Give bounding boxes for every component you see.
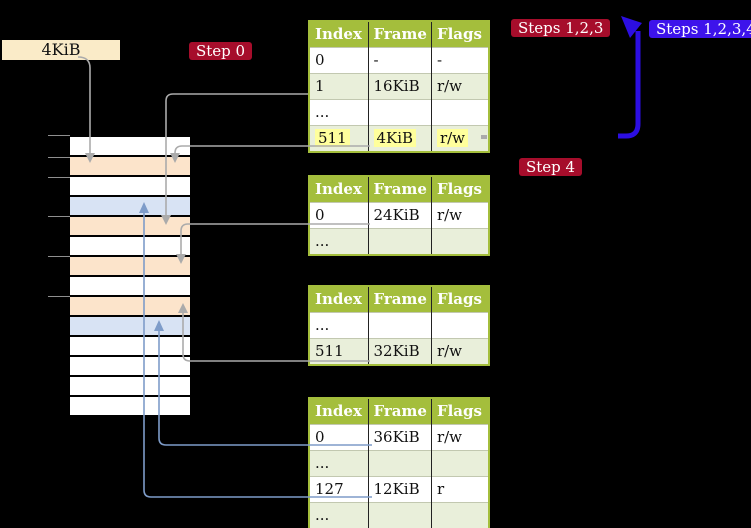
- table-row: ...: [309, 450, 490, 477]
- column-header: Index: [309, 21, 369, 48]
- table-cell: 12KiB: [368, 476, 432, 503]
- page-table-4: Index Frame Flags 0 36KiB r/w ... 127 12…: [308, 397, 491, 528]
- memory-row-peach: [70, 257, 190, 275]
- table-header-row: Index Frame Flags: [309, 21, 490, 48]
- memory-row-plain: [70, 137, 190, 155]
- page-table-3: Index Frame Flags ... 511 32KiB r/w: [308, 285, 491, 366]
- table-cell: [431, 450, 490, 477]
- table-cell: 16KiB: [368, 73, 432, 100]
- memory-column: [70, 137, 190, 415]
- table-cell: ...: [309, 502, 369, 528]
- column-header: Flags: [431, 398, 490, 425]
- column-header: Flags: [431, 21, 490, 48]
- highlighted-value: r/w: [436, 129, 469, 147]
- table-cell: 36KiB: [368, 424, 432, 451]
- arrowhead-up-left-icon: [621, 16, 642, 38]
- table-row: 0 36KiB r/w: [309, 424, 490, 451]
- column-header: Index: [309, 398, 369, 425]
- page-table-2: Index Frame Flags 0 24KiB r/w ...: [308, 175, 491, 256]
- column-header: Index: [309, 176, 369, 203]
- memory-tick: [48, 216, 70, 217]
- memory-row-plain: [70, 397, 190, 415]
- memory-row-peach: [70, 157, 190, 175]
- table-row-highlighted: 511 4KiB r/w: [309, 125, 490, 152]
- table-cell: 0: [309, 47, 369, 74]
- highlighted-value: 4KiB: [373, 129, 417, 147]
- memory-tick: [48, 135, 70, 136]
- table-header-row: Index Frame Flags: [309, 398, 490, 425]
- column-header: Frame: [368, 398, 432, 425]
- table-cell: 4KiB: [368, 125, 432, 152]
- steps-1234-badge: Steps 1,2,3,4: [649, 20, 751, 38]
- table-cell: 511: [309, 338, 369, 365]
- step4-badge: Step 4: [519, 158, 583, 176]
- table-row: 0 - -: [309, 47, 490, 74]
- memory-tick: [48, 177, 70, 178]
- table-cell: r/w: [431, 424, 490, 451]
- memory-row-plain: [70, 337, 190, 355]
- memory-tick: [48, 296, 70, 297]
- table-cell: ...: [309, 99, 369, 126]
- table-cell: [368, 228, 432, 255]
- table-cell: [368, 312, 432, 339]
- table-cell: ...: [309, 450, 369, 477]
- table-cell: [431, 228, 490, 255]
- table-row: ...: [309, 312, 490, 339]
- column-header: Index: [309, 286, 369, 313]
- table-header-row: Index Frame Flags: [309, 286, 490, 313]
- table-cell: r/w: [431, 73, 490, 100]
- column-header: Flags: [431, 176, 490, 203]
- table-row: 511 32KiB r/w: [309, 338, 490, 365]
- table-cell: 32KiB: [368, 338, 432, 365]
- table-cell: [431, 502, 490, 528]
- memory-row-peach: [70, 217, 190, 235]
- table-cell: 24KiB: [368, 202, 432, 229]
- table-cell: 511: [309, 125, 369, 152]
- column-header: Frame: [368, 176, 432, 203]
- table-row: ...: [309, 502, 490, 528]
- table-header-row: Index Frame Flags: [309, 176, 490, 203]
- page-table-1: Index Frame Flags 0 - - 1 16KiB r/w ... …: [308, 20, 491, 153]
- memory-row-plain: [70, 277, 190, 295]
- table-cell: 0: [309, 424, 369, 451]
- table-cell: [431, 99, 490, 126]
- page-size-label: 4KiB: [2, 40, 120, 60]
- table-cell: [431, 312, 490, 339]
- memory-row-plain: [70, 237, 190, 255]
- memory-tick: [48, 256, 70, 257]
- table-row: 1 16KiB r/w: [309, 73, 490, 100]
- table-cell: -: [368, 47, 432, 74]
- table-cell: [368, 450, 432, 477]
- table-cell: r/w: [431, 125, 490, 152]
- table-cell: 0: [309, 202, 369, 229]
- table-cell: 1: [309, 73, 369, 100]
- step0-badge: Step 0: [189, 42, 253, 60]
- memory-row-plain: [70, 177, 190, 195]
- memory-row-peach: [70, 297, 190, 315]
- table-cell: ...: [309, 312, 369, 339]
- table-cell: r: [431, 476, 490, 503]
- memory-row-blue: [70, 317, 190, 335]
- table-row: ...: [309, 99, 490, 126]
- memory-row-plain: [70, 377, 190, 395]
- highlighted-value: 511: [315, 129, 350, 147]
- memory-row-plain: [70, 357, 190, 375]
- memory-row-blue: [70, 197, 190, 215]
- table-cell: ...: [309, 228, 369, 255]
- table-cell: r/w: [431, 202, 490, 229]
- table-cell: -: [431, 47, 490, 74]
- table-cell: r/w: [431, 338, 490, 365]
- column-header: Frame: [368, 286, 432, 313]
- table-row: 127 12KiB r: [309, 476, 490, 503]
- steps-123-badge: Steps 1,2,3: [511, 19, 611, 37]
- steps-loop-arrow: [618, 31, 641, 139]
- table-cell: [368, 502, 432, 528]
- memory-tick: [48, 157, 70, 158]
- table-row: 0 24KiB r/w: [309, 202, 490, 229]
- table-cell: [368, 99, 432, 126]
- column-header: Frame: [368, 21, 432, 48]
- table-row: ...: [309, 228, 490, 255]
- column-header: Flags: [431, 286, 490, 313]
- table-cell: 127: [309, 476, 369, 503]
